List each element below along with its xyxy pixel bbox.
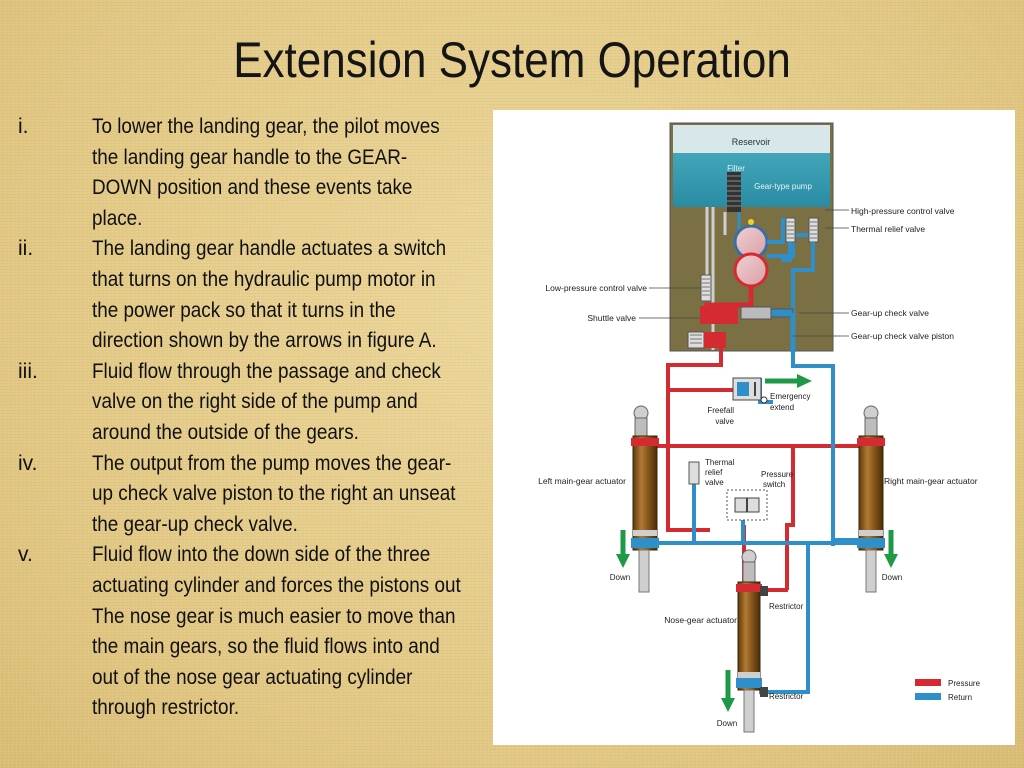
step-line: through restrictor. bbox=[92, 696, 240, 720]
reservoir-top bbox=[673, 125, 830, 153]
high-pressure-valve-label: High-pressure control valve bbox=[851, 206, 955, 216]
step-line: valve on the right side of the pump and bbox=[92, 390, 418, 414]
right-actuator-rod bbox=[865, 549, 877, 593]
emergency-label-2: extend bbox=[770, 403, 794, 412]
pump-gear-lower bbox=[733, 252, 769, 288]
legend-swatch-return bbox=[915, 693, 941, 700]
step-text: To lower the landing gear, the pilot mov… bbox=[92, 112, 461, 234]
thermal-relief-valve-lower bbox=[688, 461, 700, 485]
filter-label: Filter bbox=[727, 164, 745, 173]
step-line: The nose gear is much easier to move tha… bbox=[92, 604, 456, 628]
hydraulic-diagram: Reservoir Filter Gear-type pump High-pre… bbox=[538, 122, 981, 733]
gear-up-check-valve bbox=[740, 306, 772, 320]
step-text: The landing gear handle actuates a switc… bbox=[92, 234, 461, 356]
step-numeral: ii. bbox=[18, 237, 34, 261]
step-line: around the outside of the gears. bbox=[92, 420, 359, 444]
nose-actuator-label: Nose-gear actuator bbox=[664, 615, 737, 625]
shuttle-valve bbox=[700, 306, 738, 324]
pump-indicator bbox=[748, 219, 754, 225]
step-numeral: i. bbox=[18, 115, 29, 138]
callout-lines-left bbox=[639, 287, 701, 319]
step-line: the gear-up check valve. bbox=[92, 512, 298, 536]
step-line: The landing gear handle actuates a switc… bbox=[92, 237, 447, 261]
thermal-label-2: relief bbox=[705, 468, 723, 477]
internal-lines bbox=[705, 207, 727, 350]
step-numeral: iii. bbox=[18, 359, 38, 383]
shuttle-valve-spring bbox=[687, 331, 705, 349]
step-4: iv. The output from the pump moves the g… bbox=[18, 449, 493, 541]
freefall-valve-label-1: Freefall bbox=[707, 406, 734, 415]
pressure-switch-label-1: Pressure bbox=[761, 470, 794, 479]
pressure-switch-label-2: switch bbox=[763, 480, 785, 489]
step-numeral: v. bbox=[18, 543, 33, 567]
step-numeral: iv. bbox=[18, 451, 38, 475]
restrictor-top bbox=[760, 586, 768, 596]
restrictor-top-label: Restrictor bbox=[769, 602, 804, 611]
step-text: Fluid flow through the passage and check… bbox=[92, 357, 461, 449]
step-line: the main gears, so the fluid flows into … bbox=[92, 635, 440, 659]
step-line: the power pack so that it turns in the bbox=[92, 298, 396, 322]
emergency-label-1: Emergency bbox=[770, 392, 810, 401]
step-line: DOWN position and these events take bbox=[92, 176, 413, 200]
step-2: ii. The landing gear handle actuates a s… bbox=[18, 234, 493, 356]
low-pressure-valve-label: Low-pressure control valve bbox=[545, 283, 647, 293]
thermal-label-1: Thermal bbox=[705, 458, 735, 467]
restrictor-bottom bbox=[760, 687, 768, 697]
pump-label: Gear-type pump bbox=[754, 182, 812, 191]
legend: Pressure Return bbox=[915, 679, 981, 702]
right-down-label: Down bbox=[882, 573, 902, 582]
gear-up-check-valve-piston bbox=[770, 308, 794, 318]
steps-list: i. To lower the landing gear, the pilot … bbox=[18, 112, 493, 732]
step-3: iii. Fluid flow through the passage and … bbox=[18, 357, 493, 449]
legend-swatch-pressure bbox=[915, 679, 941, 686]
restrictor-bottom-label: Restrictor bbox=[769, 692, 804, 701]
legend-label-pressure: Pressure bbox=[948, 679, 981, 688]
left-actuator-label: Left main-gear actuator bbox=[538, 476, 626, 486]
step-text: The output from the pump moves the gear-… bbox=[92, 449, 461, 541]
step-line: up check valve piston to the right an un… bbox=[92, 482, 456, 506]
legend-label-return: Return bbox=[948, 693, 972, 702]
step-1: i. To lower the landing gear, the pilot … bbox=[18, 112, 493, 234]
freefall-valve-label-2: valve bbox=[715, 417, 734, 426]
step-line: that turns on the hydraulic pump motor i… bbox=[92, 267, 436, 291]
step-line: To lower the landing gear, the pilot mov… bbox=[92, 115, 440, 138]
callout-lines-top bbox=[825, 209, 849, 229]
step-5: v. Fluid flow into the down side of the … bbox=[18, 540, 493, 724]
left-down-label: Down bbox=[610, 573, 630, 582]
filter bbox=[727, 172, 741, 212]
pressure-line-main bbox=[666, 348, 870, 532]
reservoir-label: Reservoir bbox=[732, 137, 771, 147]
nose-down-label: Down bbox=[717, 719, 737, 728]
return-line-nose bbox=[759, 543, 810, 694]
nose-actuator-rod bbox=[743, 689, 755, 733]
step-line: actuating cylinder and forces the piston… bbox=[92, 573, 461, 597]
emergency-extend-arrow-head bbox=[797, 374, 812, 388]
hydraulic-diagram-panel: Reservoir Filter Gear-type pump High-pre… bbox=[493, 110, 1015, 745]
nose-down-arrow-head bbox=[721, 698, 735, 712]
step-line: the landing gear handle to the GEAR- bbox=[92, 145, 408, 169]
right-down-arrow-head bbox=[884, 554, 898, 568]
slide-title: Extension System Operation bbox=[233, 32, 791, 88]
left-down-arrow-head bbox=[616, 554, 630, 568]
left-actuator-rod bbox=[638, 549, 650, 593]
step-text: Fluid flow into the down side of the thr… bbox=[92, 540, 461, 724]
thermal-label-3: valve bbox=[705, 478, 724, 487]
step-line: The output from the pump moves the gear- bbox=[92, 451, 452, 475]
gear-up-check-valve-label: Gear-up check valve bbox=[851, 308, 929, 318]
step-line: place. bbox=[92, 206, 143, 230]
step-line: out of the nose gear actuating cylinder bbox=[92, 665, 413, 689]
callout-lines-right bbox=[793, 312, 849, 337]
pressure-switch-box bbox=[726, 489, 768, 521]
shuttle-valve-label: Shuttle valve bbox=[587, 313, 636, 323]
gear-up-check-valve-piston-label: Gear-up check valve piston bbox=[851, 331, 954, 341]
step-line: Fluid flow into the down side of the thr… bbox=[92, 543, 431, 567]
filter-mesh bbox=[727, 175, 741, 207]
step-line: Fluid flow through the passage and check bbox=[92, 359, 441, 383]
right-actuator-label: Right main-gear actuator bbox=[884, 476, 978, 486]
thermal-relief-valve-label: Thermal relief valve bbox=[851, 224, 925, 234]
step-line: direction shown by the arrows in figure … bbox=[92, 329, 437, 353]
